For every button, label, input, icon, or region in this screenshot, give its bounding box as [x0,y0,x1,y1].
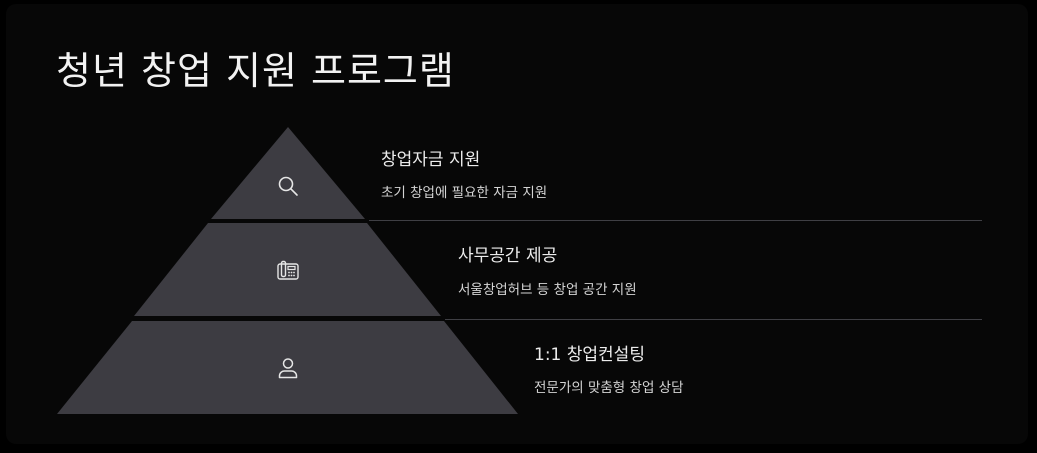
person-icon [278,358,298,379]
pyramid-tier-top [211,127,365,219]
separator-line [445,319,982,320]
page-title: 청년 창업 지원 프로그램 [56,49,455,93]
level-1-title: 창업자금 지원 [381,150,481,170]
level-3-title: 1:1 창업컨설팅 [534,345,645,365]
search-icon [278,176,298,196]
level-3-description: 전문가의 맞춤형 창업 상담 [534,380,684,396]
separator-line [369,220,982,221]
level-2-description: 서울창업허브 등 창업 공간 지원 [458,282,637,298]
office-phone-icon [277,260,299,280]
level-2-title: 사무공간 제공 [458,246,558,266]
level-1-description: 초기 창업에 필요한 자금 지원 [381,185,548,201]
